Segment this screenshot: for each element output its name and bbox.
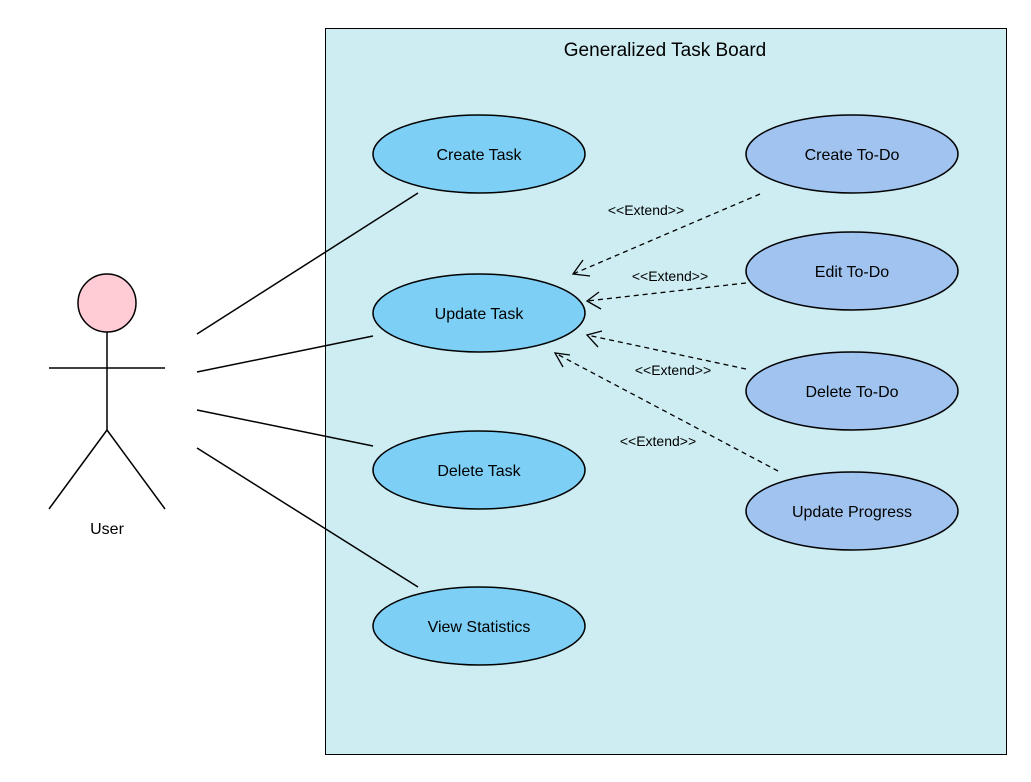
use-case-label: Delete Task <box>437 463 521 480</box>
extend-label-3: <<Extend>> <box>635 362 711 378</box>
extend-arrow-delete-todo <box>586 334 747 370</box>
actor-right-leg <box>106 429 166 510</box>
association-create-task <box>196 192 419 335</box>
use-case-delete-task: Delete Task <box>372 430 586 510</box>
association-view-statistics <box>196 447 419 588</box>
system-title: Generalized Task Board <box>564 40 766 61</box>
arrowhead-1 <box>571 259 591 277</box>
use-case-label: Create Task <box>436 147 522 164</box>
arrowhead-2 <box>585 291 602 310</box>
use-case-update-task: Update Task <box>372 273 586 353</box>
association-delete-task <box>196 409 374 447</box>
use-case-update-progress: Update Progress <box>745 471 959 551</box>
use-case-create-task: Create Task <box>372 114 586 194</box>
extend-label-1: <<Extend>> <box>608 202 684 218</box>
association-update-task <box>196 335 374 373</box>
extend-arrow-create-todo <box>572 193 761 275</box>
use-case-create-todo: Create To-Do <box>745 114 959 194</box>
actor-user <box>48 273 166 510</box>
use-case-view-statistics: View Statistics <box>372 586 586 666</box>
use-case-label: Edit To-Do <box>815 264 890 281</box>
actor-head <box>77 273 137 333</box>
use-case-label: Update Task <box>435 306 525 323</box>
use-case-label: Update Progress <box>792 504 912 521</box>
extend-label-2: <<Extend>> <box>632 268 708 284</box>
extend-arrow-update-progress <box>554 352 779 472</box>
arrowhead-3 <box>585 330 603 348</box>
use-case-delete-todo: Delete To-Do <box>745 351 959 431</box>
use-case-label: View Statistics <box>428 619 531 636</box>
actor-label: User <box>90 521 124 538</box>
use-case-label: Delete To-Do <box>805 384 898 401</box>
extend-label-4: <<Extend>> <box>620 433 696 449</box>
use-case-edit-todo: Edit To-Do <box>745 231 959 311</box>
use-case-label: Create To-Do <box>805 147 900 164</box>
extend-relations <box>553 193 779 472</box>
arrowhead-4 <box>553 352 571 368</box>
actor-left-leg <box>48 429 108 510</box>
associations <box>196 192 419 588</box>
